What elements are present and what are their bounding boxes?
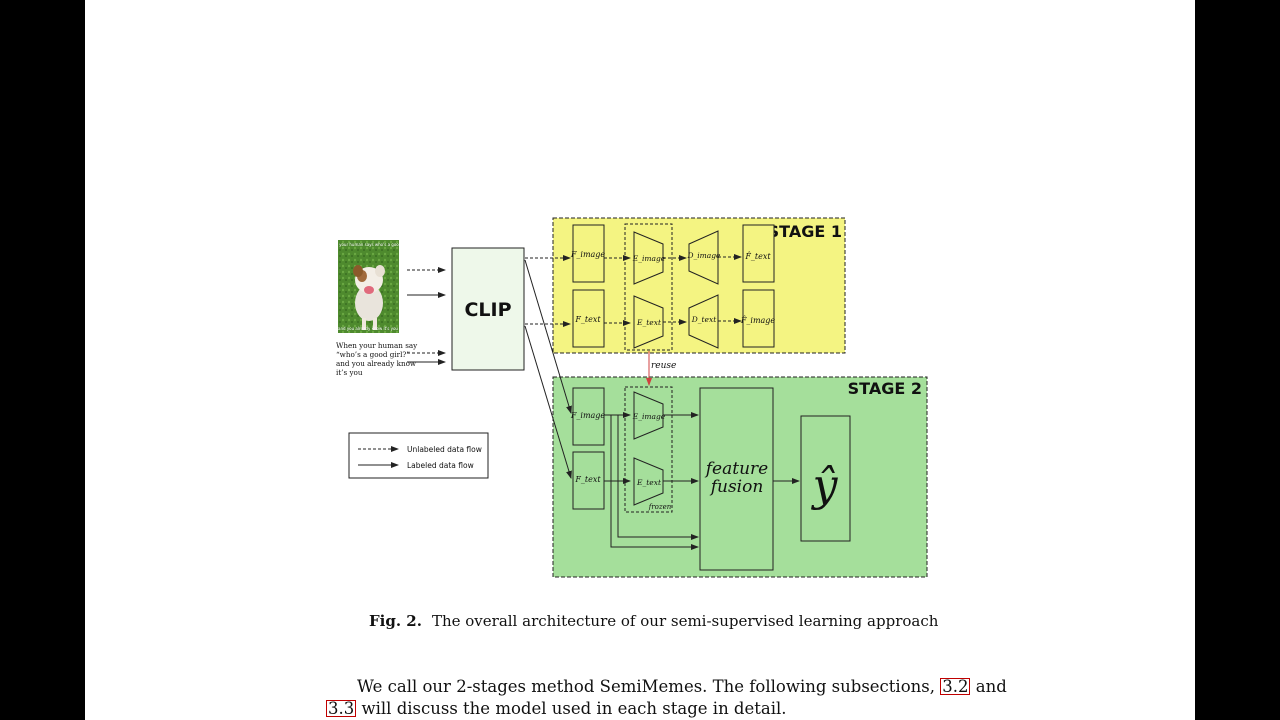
stage1-e-text-label: E_text (636, 318, 662, 327)
meme-text-line: it’s you (336, 368, 363, 377)
body-text: and (975, 677, 1007, 696)
figure-caption-text: The overall architecture of our semi-sup… (431, 612, 939, 630)
stage2-e-image-label: E_image (632, 412, 666, 421)
stage1-f-hat-text-block (742, 224, 775, 283)
meme-top-caption: when your human says who's a good girl (327, 242, 409, 247)
stage1-f-hat-image-label: F̂_image (740, 316, 776, 325)
output-block (800, 415, 851, 542)
stage1-f-hat-text-label: F̂_text (744, 252, 771, 261)
stage1-f-hat-image-block (742, 289, 775, 348)
meme-text-input: When your human say “who’s a good girl?”… (336, 341, 418, 377)
stage1-encoder-group (624, 223, 673, 351)
stage1-d-image-label: D_image (687, 251, 722, 260)
stage1-e-image-label: E_image (632, 254, 666, 263)
stage1-f-image-label: F_image (570, 250, 606, 259)
stage1-title: STAGE 1 (768, 222, 842, 241)
stage1-d-text-decoder (688, 294, 719, 349)
skip-connection-image-2 (604, 414, 699, 540)
section-ref-link[interactable]: 3.2 (940, 677, 971, 696)
meme-text-line: “who’s a good girl?” (336, 350, 410, 359)
stage1-f-text-block (572, 289, 605, 348)
stage2-e-text-encoder (633, 457, 664, 506)
section-ref-link[interactable]: 3.3 (326, 699, 357, 718)
stage1-d-text-label: D_text (691, 315, 717, 324)
stage2-e-text-label: E_text (636, 478, 662, 487)
output-label: ŷ (811, 460, 839, 511)
stage2-title: STAGE 2 (848, 379, 922, 398)
clip-label: CLIP (464, 299, 511, 321)
stage1-e-image-encoder (633, 231, 664, 285)
fusion-label-line1: feature (704, 459, 768, 479)
figure-caption-label: Fig. 2. (369, 612, 422, 630)
stage2-f-text-label: F_text (574, 475, 601, 484)
frozen-label: frozen (648, 503, 672, 511)
meme-text-line: and you already know (336, 359, 417, 368)
clip-encoder (451, 247, 525, 371)
legend (348, 432, 489, 479)
meme-bottom-caption: and you already know it's you (338, 326, 398, 331)
meme-text-line: When your human say (336, 341, 418, 350)
body-paragraph-line1: We call our 2-stages method SemiMemes. T… (357, 677, 1007, 696)
stage2-e-image-encoder (633, 391, 664, 440)
architecture-figure: STAGE 1 STAGE 2 when your human says who… (327, 217, 928, 578)
stage1-f-image-block (572, 224, 605, 283)
stage2-f-image-label: F_image (570, 411, 606, 420)
legend-unlabeled-label: Unlabeled data flow (407, 445, 482, 454)
reuse-label: reuse (651, 361, 676, 371)
stage1-e-text-encoder (633, 295, 664, 349)
fusion-label-line2: fusion (709, 477, 764, 497)
stage2-frozen-encoder-group (624, 386, 673, 513)
stage2-f-image-block (572, 387, 605, 446)
clip-to-stage2-image-arrow (524, 259, 572, 414)
stage1-f-text-label: F_text (574, 315, 601, 324)
legend-labeled-label: Labeled data flow (407, 461, 474, 470)
paper-page (85, 0, 1195, 720)
body-text: will discuss the model used in each stag… (361, 699, 787, 718)
stage1-d-image-decoder (688, 230, 719, 285)
figure-caption: Fig. 2. The overall architecture of our s… (369, 612, 969, 630)
meme-image: when your human says who's a good girl a… (327, 240, 409, 333)
body-text: We call our 2-stages method SemiMemes. T… (357, 677, 935, 696)
body-paragraph-line2: 3.3 will discuss the model used in each … (326, 699, 787, 718)
clip-to-stage2-text-arrow (524, 325, 572, 479)
stage2-f-text-block (572, 451, 605, 510)
feature-fusion-block (699, 387, 774, 571)
